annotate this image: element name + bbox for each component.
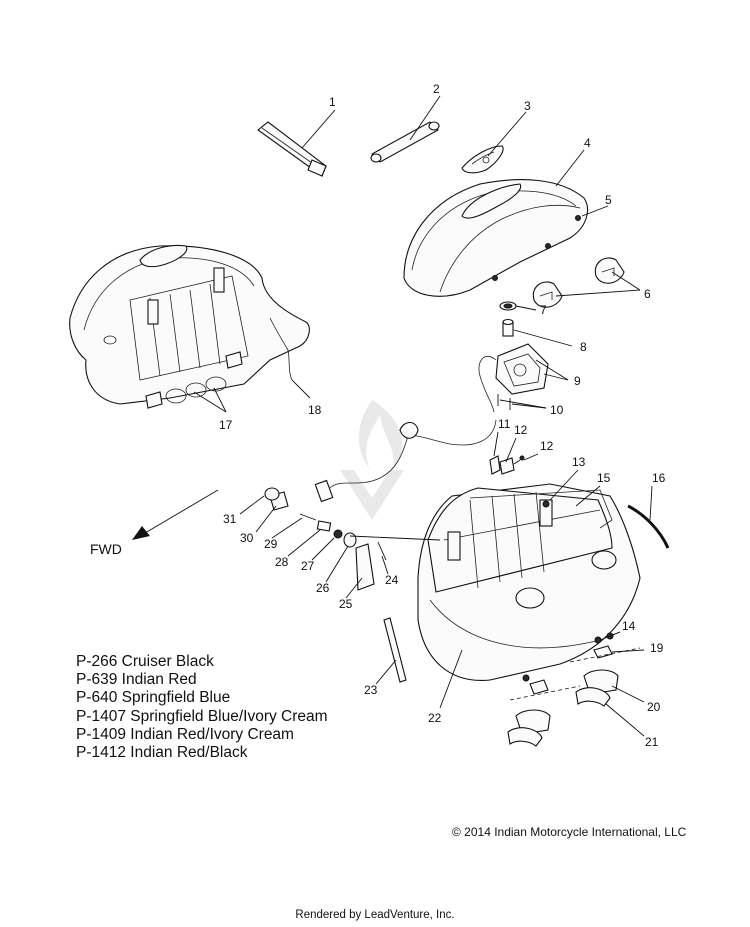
part-23-bracket (355, 543, 375, 591)
part-12-screws (522, 500, 614, 682)
callout-9: 11 (498, 417, 511, 431)
callout-2: 4 (584, 136, 591, 150)
callout-15: 17 (219, 418, 233, 432)
leader-lines (193, 95, 653, 737)
callout-12-upper: 13 (572, 455, 586, 469)
callout-27: 29 (264, 537, 278, 551)
part-1-lid-emblem (461, 145, 504, 174)
callout-28: 30 (240, 531, 254, 545)
part-21-trim-strip (383, 617, 407, 683)
callout-22: 24 (385, 573, 399, 587)
part-26-spacer (316, 520, 332, 532)
part-24-washer (343, 532, 357, 548)
callout-12-lower: 14 (622, 619, 636, 633)
legend-item: P-1407 Springfield Blue/Ivory Cream (76, 707, 328, 725)
part-27-bolt (299, 513, 317, 521)
callout-13: 15 (597, 471, 611, 485)
part-5-grommet (499, 301, 517, 311)
callout-23: 25 (339, 597, 353, 611)
legend-item: P-1412 Indian Red/Black (76, 744, 248, 762)
part-14-edge-trim (627, 504, 670, 549)
color-code-legend: P-266 Cruiser Black P-639 Indian Red P-6… (76, 653, 328, 762)
legend-item: P-639 Indian Red (76, 671, 197, 689)
part-6-lock-cylinder (502, 318, 514, 337)
part-31-rubber-strip (370, 121, 440, 163)
callout-10: 12 (514, 423, 528, 437)
callout-20: 22 (428, 711, 442, 725)
part-7-latch-mechanism (478, 343, 549, 413)
callout-18: 20 (647, 700, 661, 714)
part-9-release-cable (314, 419, 501, 503)
callout-7: 9 (574, 374, 581, 388)
callout-31: 2 (433, 82, 440, 96)
part-19-mount-cover (507, 687, 611, 747)
callout-6: 8 (580, 340, 587, 354)
callout-25: 27 (301, 559, 315, 573)
callout-21: 23 (364, 683, 378, 697)
callout-3: 5 (605, 193, 612, 207)
part-17-plate (509, 645, 641, 701)
rendered-by-footer: Rendered by LeadVenture, Inc. (295, 909, 455, 921)
copyright-notice: © 2014 Indian Motorcycle International, … (452, 825, 687, 839)
callout-19: 21 (645, 735, 659, 749)
callout-4: 6 (644, 287, 651, 301)
watermark-logo (340, 400, 404, 520)
part-8-screws (497, 394, 511, 410)
legend-item: P-640 Springfield Blue (76, 689, 231, 707)
part-11-screw (513, 455, 525, 465)
callout-1: 3 (524, 99, 531, 113)
part-29-cap (264, 487, 280, 501)
part-4-latch (532, 257, 625, 308)
forward-arrow (132, 489, 219, 540)
legend-item: P-1409 Indian Red/Ivory Cream (76, 725, 294, 743)
part-22-pin (377, 541, 387, 561)
callout-16: 18 (308, 403, 322, 417)
callout-14: 16 (652, 471, 666, 485)
callout-30: 1 (329, 95, 336, 109)
part-10-clip (499, 457, 515, 475)
part-20-saddlebag-body (417, 483, 641, 681)
part-25-nut (333, 529, 343, 539)
callout-26: 28 (275, 555, 289, 569)
callout-8: 10 (550, 403, 564, 417)
legend-item: P-266 Cruiser Black (76, 653, 214, 670)
saddlebag-rear-view (69, 244, 310, 409)
callout-24: 26 (316, 581, 330, 595)
part-30-trim-strip (257, 121, 327, 177)
callout-29: 31 (223, 512, 237, 526)
callout-labels: 1 2 3 4 5 6 7 8 9 10 11 12 12 13 14 15 1… (219, 82, 666, 749)
part-3-screw (575, 215, 581, 221)
callout-5: 7 (540, 303, 547, 317)
part-2-saddlebag-lid (403, 179, 588, 297)
callout-17: 19 (650, 641, 664, 655)
part-13-seal (469, 489, 613, 529)
callout-11: 12 (540, 439, 554, 453)
forward-direction-label: FWD (90, 541, 122, 557)
